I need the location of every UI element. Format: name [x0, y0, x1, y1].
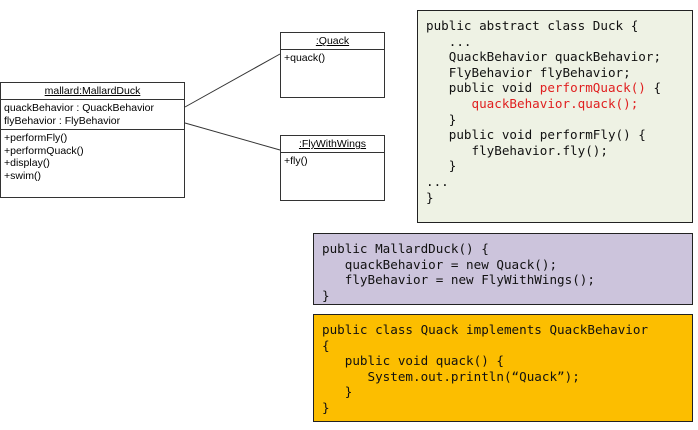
code-line: public void performFly() { — [426, 127, 646, 143]
code-line: } — [322, 384, 353, 400]
method-swim: +swim() — [4, 169, 42, 182]
code-line: public abstract class Duck { — [426, 18, 639, 33]
attribute-fly-behavior: flyBehavior : FlyBehavior — [4, 114, 121, 127]
code-line-quack-call: quackBehavior.quack(); — [426, 96, 684, 112]
method-fly: +fly() — [284, 155, 308, 167]
attribute-quack-behavior: quackBehavior : QuackBehavior — [4, 102, 154, 114]
method-display: +display() — [4, 157, 50, 169]
code-line: { — [322, 337, 330, 353]
method-quack: +quack() — [284, 52, 326, 64]
code-line: flyBehavior.fly(); — [426, 142, 608, 158]
code-line: FlyBehavior flyBehavior; — [426, 64, 631, 80]
highlighted-quack-call: quackBehavior.quack(); — [471, 95, 639, 111]
method-perform-quack: +performQuack() — [4, 144, 84, 157]
quack-title: :Quack — [281, 33, 384, 50]
code-line: ... — [426, 33, 472, 49]
code-indent — [426, 96, 472, 111]
flywithwings-title: :FlyWithWings — [281, 136, 384, 153]
flywithwings-object: :FlyWithWings +fly() — [280, 135, 385, 201]
mallard-attributes: quackBehavior : QuackBehavior flyBehavio… — [1, 100, 184, 130]
mallard-methods: +performFly() +performQuack() +display()… — [1, 130, 184, 184]
flywithwings-methods: +fly() — [281, 153, 384, 170]
mallard-duck-title: mallard:MallardDuck — [1, 83, 184, 100]
mallard-constructor-code: public MallardDuck() { quackBehavior = n… — [313, 233, 693, 305]
code-line: } — [426, 158, 457, 174]
code-line-perform-quack: public void performQuack() { — [426, 80, 684, 96]
code-line: } — [322, 287, 330, 303]
code-line-suffix: { — [645, 80, 662, 96]
mallard-to-quack-line — [184, 53, 281, 108]
code-line: flyBehavior = new FlyWithWings(); — [322, 272, 595, 288]
mallard-duck-object: mallard:MallardDuck quackBehavior : Quac… — [0, 82, 185, 198]
method-perform-fly: +performFly() — [4, 132, 68, 144]
code-line: public class Quack implements QuackBehav… — [322, 322, 649, 337]
code-line: QuackBehavior quackBehavior; — [426, 49, 662, 65]
code-line: } — [322, 399, 330, 415]
quack-object: :Quack +quack() — [280, 32, 385, 98]
code-line: public void quack() { — [322, 353, 504, 369]
quack-class-code: public class Quack implements QuackBehav… — [313, 314, 693, 422]
code-line: public MallardDuck() { — [322, 241, 489, 256]
code-line-prefix: public void — [426, 80, 540, 96]
highlighted-perform-quack: performQuack() — [539, 80, 646, 96]
code-line: quackBehavior = new Quack(); — [322, 256, 558, 272]
mallard-to-flywithwings-line — [184, 122, 281, 151]
duck-class-code: public abstract class Duck { ... QuackBe… — [417, 10, 693, 223]
code-line: ... — [426, 173, 449, 189]
code-line: } — [426, 189, 434, 205]
code-line: System.out.println(“Quack”); — [322, 368, 580, 384]
code-line: } — [426, 111, 457, 127]
quack-methods: +quack() — [281, 50, 384, 67]
